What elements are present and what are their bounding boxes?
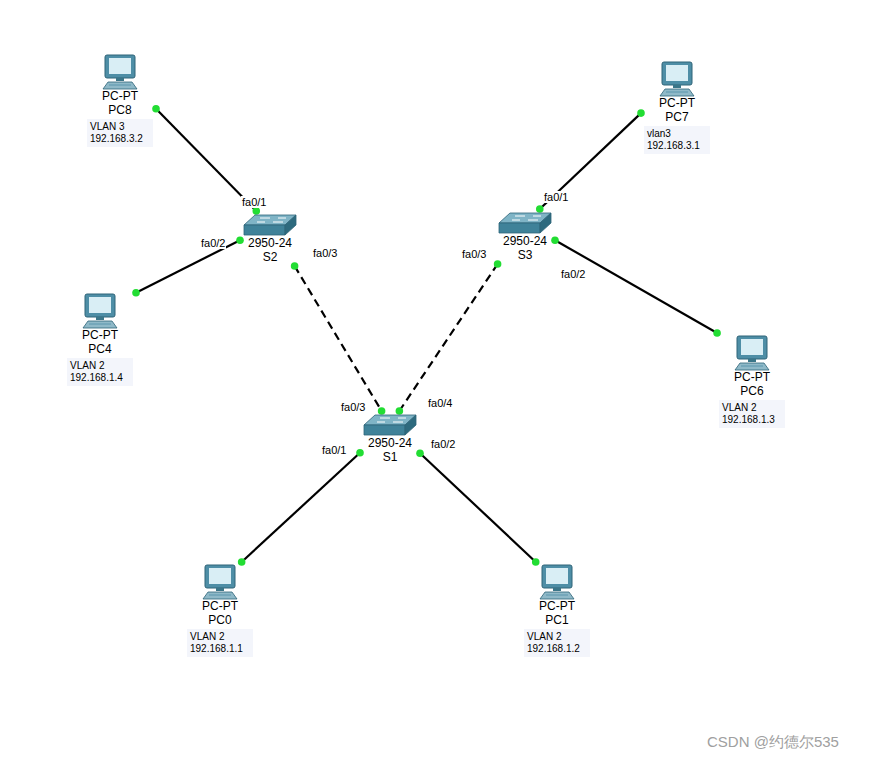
device-name: PC6	[740, 384, 763, 398]
port-label: fa0/1	[241, 196, 267, 208]
link-light	[132, 289, 140, 297]
link-light	[551, 236, 559, 244]
link-light	[236, 236, 244, 244]
link-light	[356, 449, 364, 457]
port-label: fa0/2	[560, 268, 586, 280]
link-light	[396, 407, 404, 415]
link-light	[637, 109, 645, 117]
access-link	[420, 453, 536, 562]
link-light	[713, 329, 721, 337]
link-light	[416, 449, 424, 457]
link-light	[252, 207, 260, 215]
vlan-note: vlan3 192.168.3.1	[644, 126, 710, 154]
pc-node: PC-PTPC6VLAN 2 192.168.1.3	[716, 333, 788, 430]
device-model: PC-PT	[539, 600, 575, 613]
pc-icon	[199, 564, 241, 600]
device-model: PC-PT	[202, 600, 238, 613]
link-lights	[132, 105, 721, 566]
device-name: PC8	[108, 103, 131, 117]
link-light	[536, 205, 544, 213]
device-name: S3	[518, 248, 533, 262]
device-name: PC7	[665, 110, 688, 124]
access-link	[555, 240, 717, 333]
pc-node: PC-PTPC1VLAN 2 192.168.1.2	[521, 562, 593, 659]
link-light	[532, 558, 540, 566]
pc-icon	[536, 564, 578, 600]
access-link	[242, 453, 360, 562]
device-model: PC-PT	[734, 371, 770, 384]
pc-node: PC-PTPC7 vlan3 192.168.3.1	[641, 59, 713, 156]
pc-node: PC-PTPC4VLAN 2 192.168.1.4	[64, 291, 136, 388]
link-light	[291, 262, 299, 270]
link-light	[152, 105, 160, 113]
device-model: 2950-24	[248, 237, 292, 250]
port-label: fa0/3	[340, 401, 366, 413]
vlan-note: VLAN 2 192.168.1.2	[524, 629, 590, 657]
port-label: fa0/1	[543, 191, 569, 203]
device-name: PC1	[545, 613, 568, 627]
device-name: PC0	[208, 613, 231, 627]
port-label: fa0/2	[200, 237, 226, 249]
pc-icon	[731, 335, 773, 371]
switch-node: 2950-24S1	[360, 411, 420, 466]
port-label: fa0/3	[312, 247, 338, 259]
device-name: S2	[263, 250, 278, 264]
device-name: S1	[383, 450, 398, 464]
switch-node: 2950-24S3	[495, 209, 555, 264]
links	[136, 109, 717, 562]
device-model: 2950-24	[368, 437, 412, 450]
link-light	[378, 407, 386, 415]
watermark: CSDN @约德尔535	[706, 733, 840, 752]
pc-icon	[656, 61, 698, 97]
device-model: 2950-24	[503, 235, 547, 248]
trunk-link	[399, 264, 497, 411]
device-model: PC-PT	[102, 90, 138, 103]
switch-node: 2950-24S2	[240, 211, 300, 266]
port-label: fa0/3	[461, 248, 487, 260]
device-model: PC-PT	[659, 97, 695, 110]
port-label: fa0/4	[427, 397, 453, 409]
vlan-note: VLAN 3 192.168.3.2	[87, 119, 153, 147]
switch-icon	[498, 211, 552, 235]
pc-icon	[99, 54, 141, 90]
vlan-note: VLAN 2 192.168.1.4	[67, 358, 133, 386]
access-link	[540, 113, 641, 209]
switch-icon	[243, 213, 297, 237]
port-label: fa0/1	[321, 444, 347, 456]
vlan-note: VLAN 2 192.168.1.3	[719, 400, 785, 428]
link-light	[494, 260, 502, 268]
trunk-link	[295, 266, 382, 411]
device-model: PC-PT	[82, 329, 118, 342]
device-name: PC4	[88, 342, 111, 356]
link-light	[238, 558, 246, 566]
switch-icon	[363, 413, 417, 437]
port-label: fa0/2	[430, 438, 456, 450]
pc-node: PC-PTPC0VLAN 2 192.168.1.1	[184, 562, 256, 659]
pc-icon	[79, 293, 121, 329]
vlan-note: VLAN 2 192.168.1.1	[187, 629, 253, 657]
pc-node: PC-PTPC8VLAN 3 192.168.3.2	[84, 52, 156, 149]
